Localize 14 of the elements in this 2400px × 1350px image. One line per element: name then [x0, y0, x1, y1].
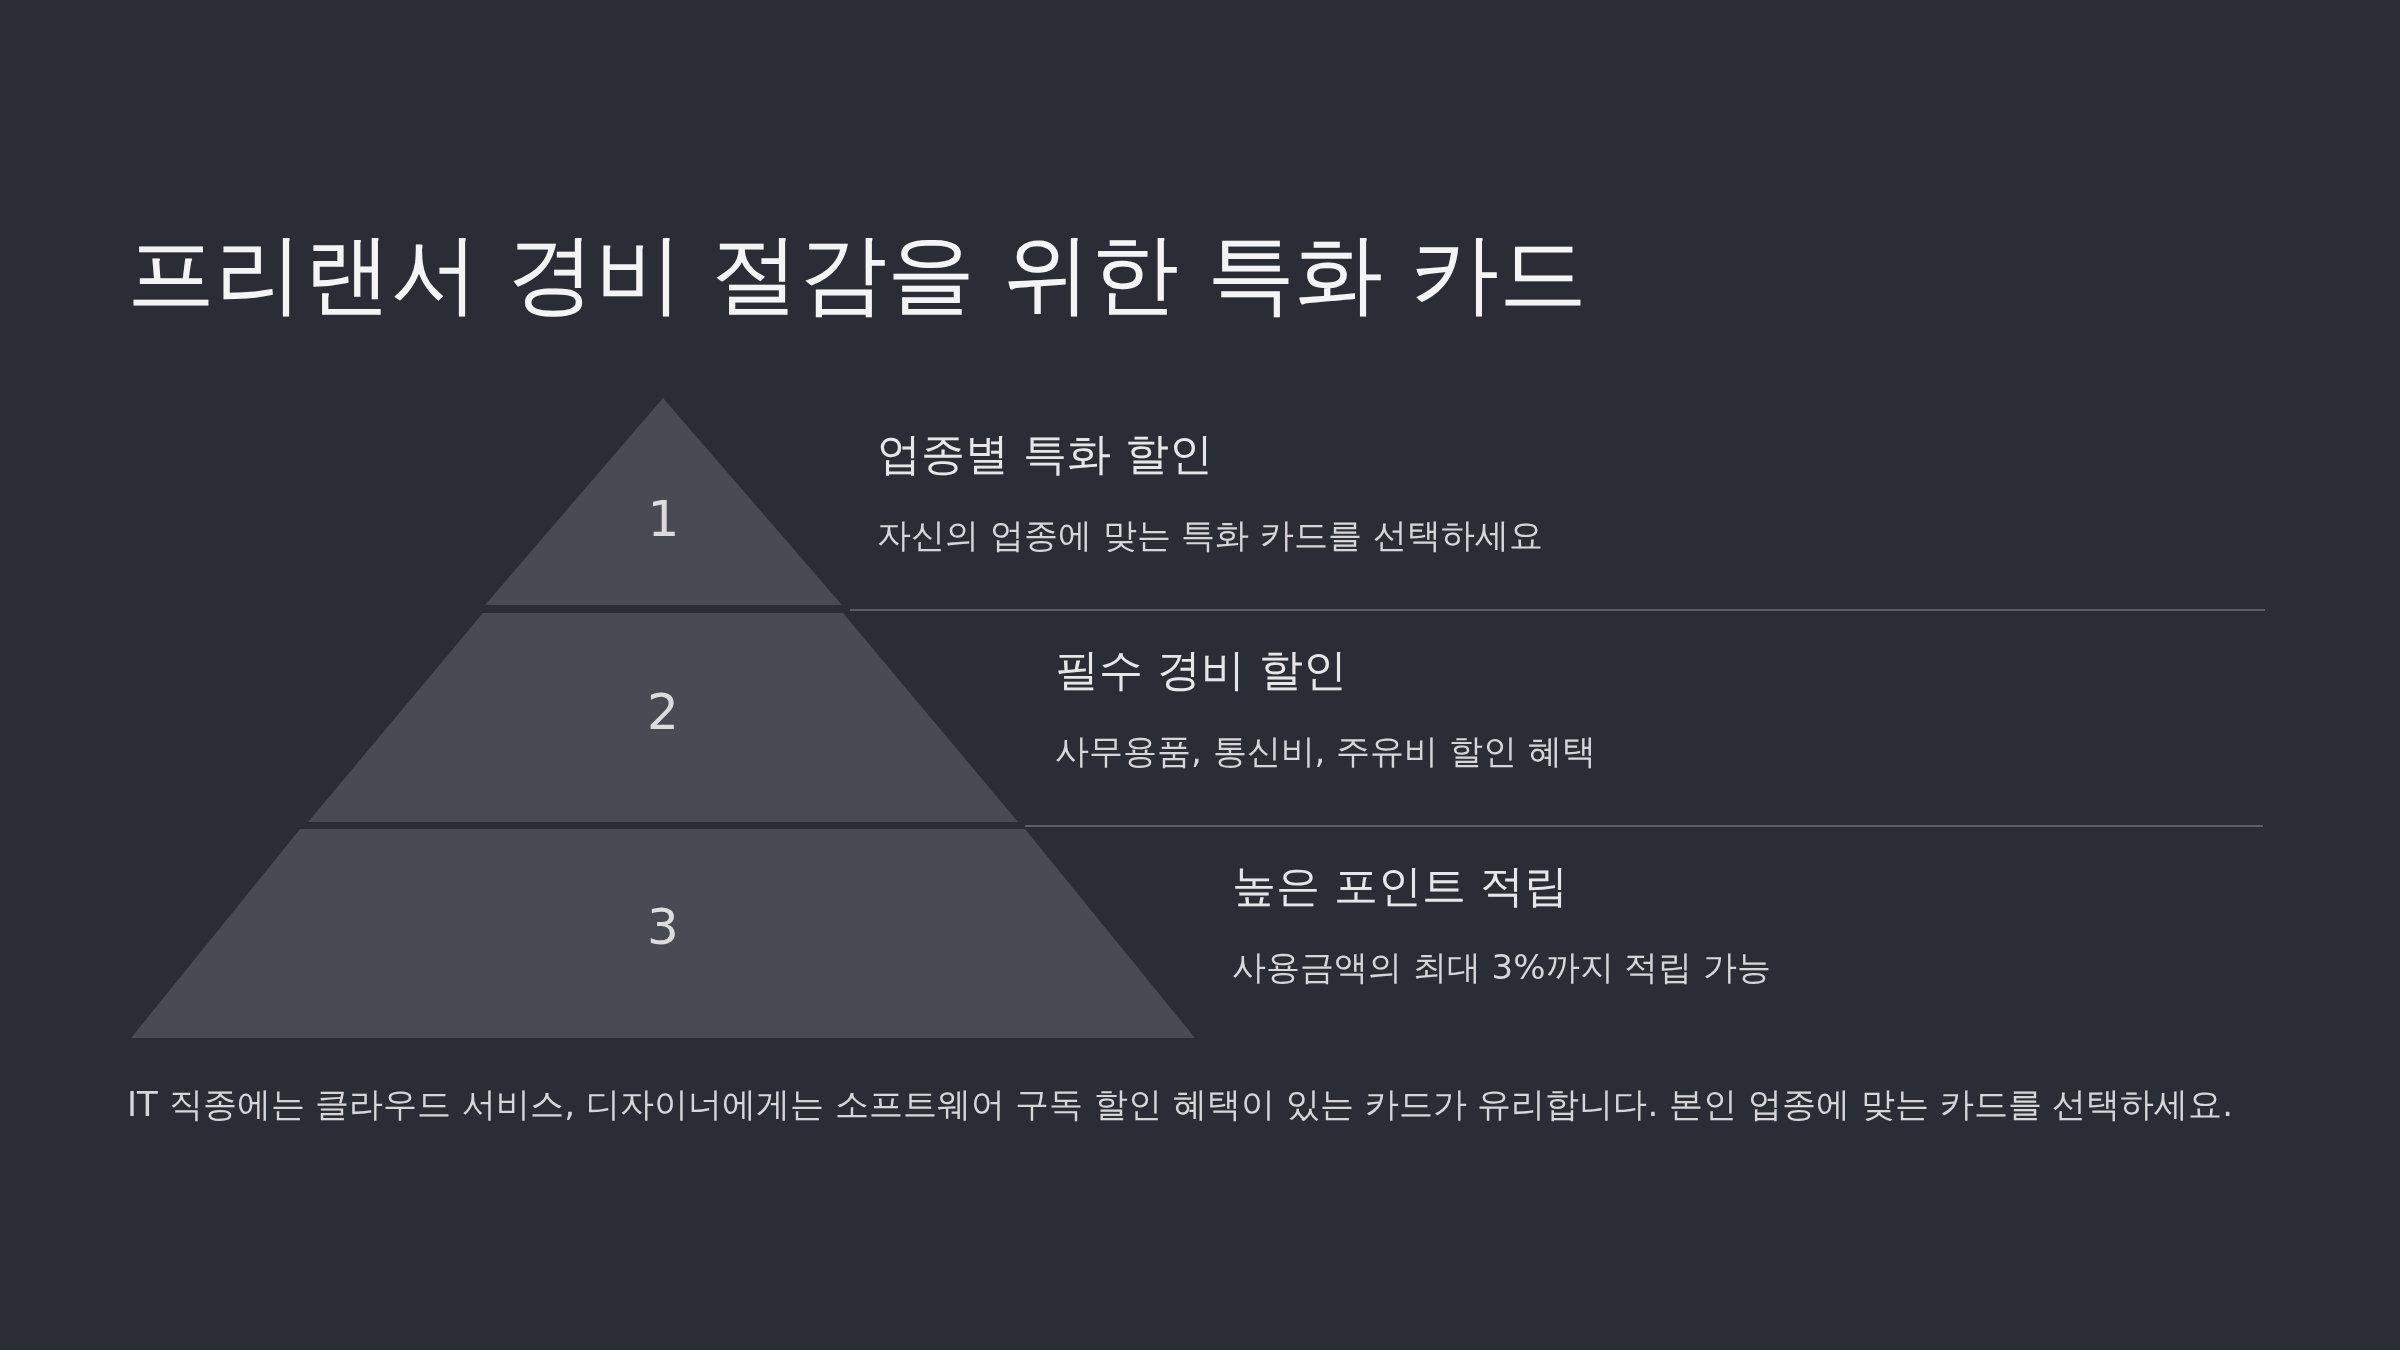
pyramid-tier: [131, 829, 1195, 1038]
tier-number: 2: [646, 683, 680, 741]
footnote-text: IT 직종에는 클라우드 서비스, 디자이너에게는 소프트웨어 구독 할인 혜택이 있는 카드가 유리합니다. 본인 업종에 맞는 카드를 선택하세요.: [127, 1083, 2234, 1126]
tier-heading: 필수 경비 할인: [1055, 643, 1347, 697]
pyramid-top-tier: [485, 398, 842, 605]
pyramid-tier: [308, 613, 1018, 822]
slide-title: 프리랜서 경비 절감을 위한 특화 카드: [127, 221, 1587, 327]
tier-heading: 업종별 특화 할인: [877, 427, 1213, 481]
tier-description: 자신의 업종에 맞는 특화 카드를 선택하세요: [877, 514, 1544, 557]
tier-number: 3: [646, 898, 680, 956]
tier-description: 사용금액의 최대 3%까지 적립 가능: [1232, 946, 1772, 989]
tier-number: 1: [646, 490, 681, 548]
tier-heading: 높은 포인트 적립: [1232, 859, 1568, 913]
tier-description: 사무용품, 통신비, 주유비 할인 혜택: [1055, 730, 1596, 773]
